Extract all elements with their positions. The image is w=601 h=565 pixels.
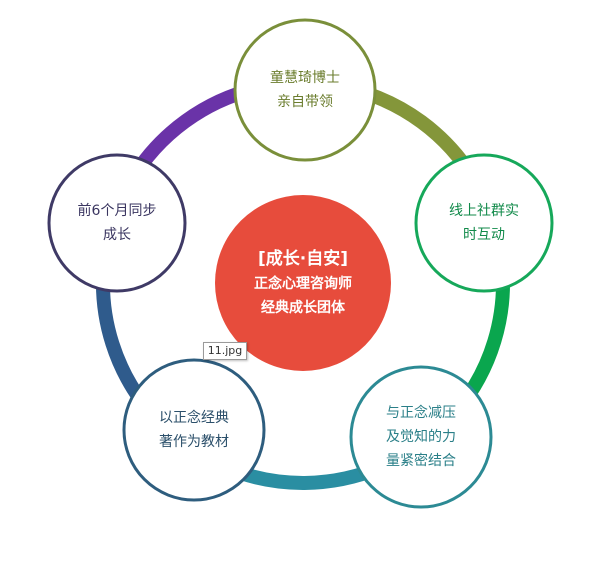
image-filename-tag: 11.jpg [203,342,247,360]
cycle-nodes [47,18,554,509]
center-line-2: 经典成长团体 [261,300,345,316]
center-circle [215,195,391,371]
node-left-label: 前6个月同步 成长 [77,203,157,243]
node-top-label: 童慧琦博士 亲自带领 [270,70,340,110]
node-top-circle [233,18,377,162]
center-label: [成长·自安] 正念心理咨询师 经典成长团体 [215,205,391,361]
node-right-label: 线上社群实 时互动 [449,203,519,243]
node-bottom-left-circle [122,358,266,502]
center-line-1: 正念心理咨询师 [254,276,352,292]
node-bottom-left-label: 以正念经典 著作为教材 [159,410,229,450]
node-bottom-right-label: 与正念减压 及觉知的力 量紧密结合 [386,405,456,469]
center-title: [成长·自安] [258,249,348,269]
node-right-circle [414,153,554,293]
node-left-circle [47,153,187,293]
node-bottom-right-circle [349,365,493,509]
